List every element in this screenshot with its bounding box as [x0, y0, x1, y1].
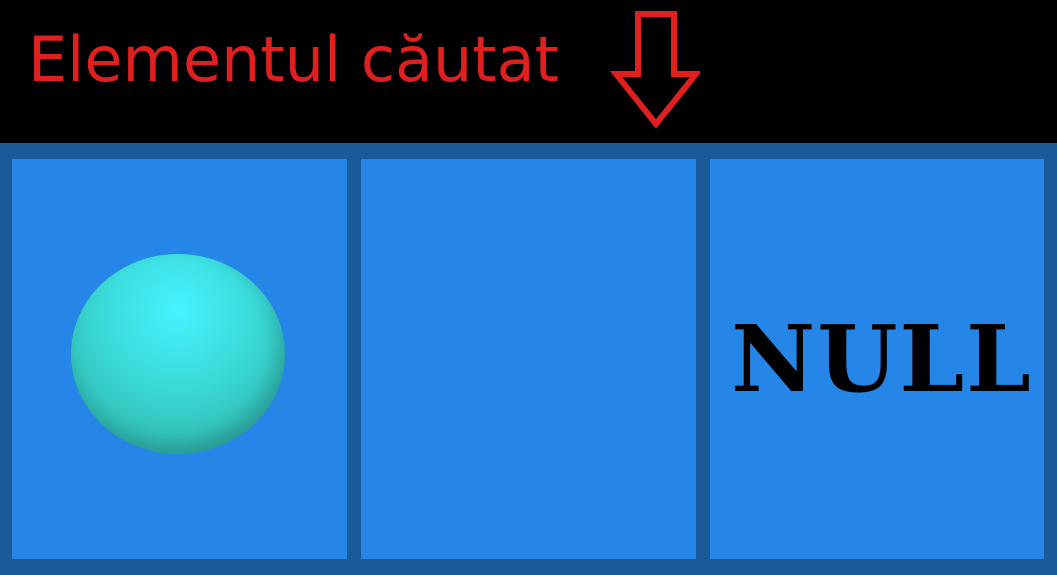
array-cell-1	[12, 159, 347, 559]
searched-element-label: Elementul căutat	[28, 23, 559, 96]
array-container: NULL	[0, 143, 1057, 575]
array-cell-2	[361, 159, 696, 559]
down-arrow-shape	[610, 11, 700, 129]
down-arrow-icon	[610, 11, 700, 129]
sphere-node-icon	[71, 254, 285, 454]
array-cell-3: NULL	[710, 159, 1044, 559]
null-value: NULL	[731, 305, 1033, 413]
